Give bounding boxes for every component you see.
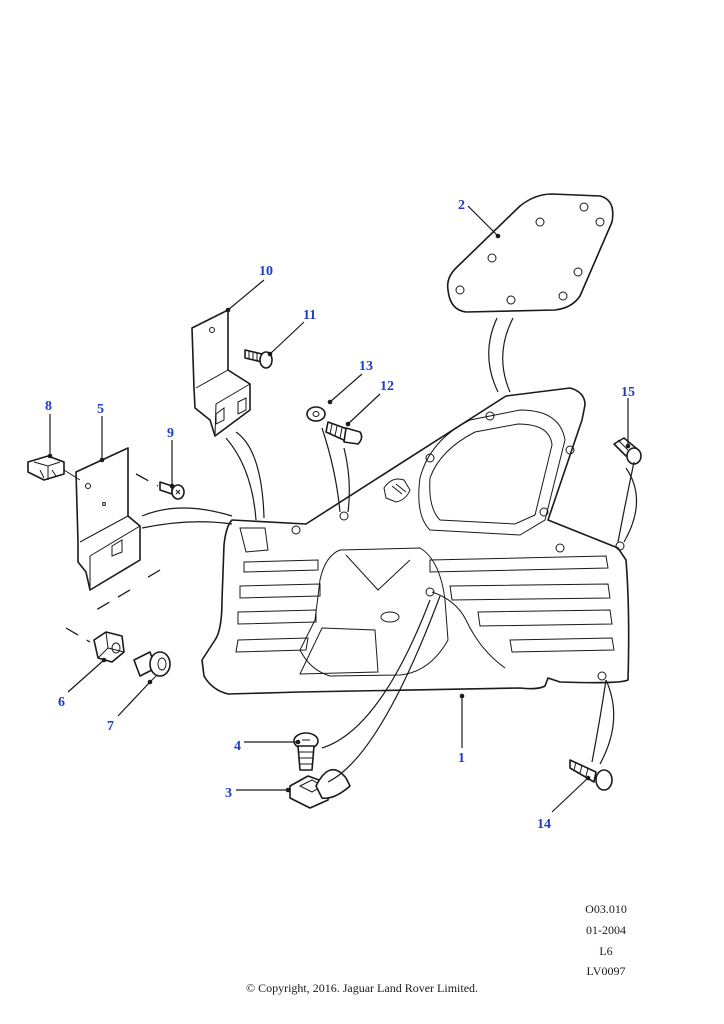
callout-1: 1 [458,751,465,766]
callout-10: 10 [259,264,273,279]
callout-5: 5 [97,402,104,417]
callout-3: 3 [225,786,232,801]
ref-date: 01-2004 [586,923,626,937]
part-8-clip [27,455,81,481]
part-4-screw [293,599,431,771]
callout-13: 13 [359,359,373,374]
part-7-fastener [133,651,171,685]
callout-12: 12 [380,379,394,394]
part-2-panel [446,193,614,393]
ref-code-1: O03.010 [585,902,627,916]
callout-4: 4 [234,739,241,754]
part-11-screw [244,349,273,369]
part-1-trim-panel [201,387,630,695]
part-9-screw [135,473,185,500]
ref-code-3: LV0097 [586,964,626,978]
callout-2: 2 [458,198,465,213]
guide-lines [65,569,161,643]
leader-lines [47,205,631,813]
copyright-notice: © Copyright, 2016. Jaguar Land Rover Lim… [245,981,479,995]
callout-labels: 1 2 3 4 5 6 7 8 9 10 11 12 13 14 15 [45,198,635,832]
callout-9: 9 [167,426,174,441]
callout-8: 8 [45,399,52,414]
callout-14: 14 [537,817,551,832]
part-10-bracket [191,309,265,521]
callout-15: 15 [621,385,635,400]
part-5-bracket [75,447,233,591]
callout-7: 7 [107,719,114,734]
part-15-screw [613,437,642,543]
callout-6: 6 [58,695,65,710]
callout-11: 11 [303,308,316,323]
part-6-clip [93,631,125,663]
ref-code-2: L6 [599,944,613,958]
part-14-screw [569,679,615,791]
part-13-washer [306,406,326,422]
part-12-bolt [321,421,363,513]
part-3-loop [289,595,441,809]
